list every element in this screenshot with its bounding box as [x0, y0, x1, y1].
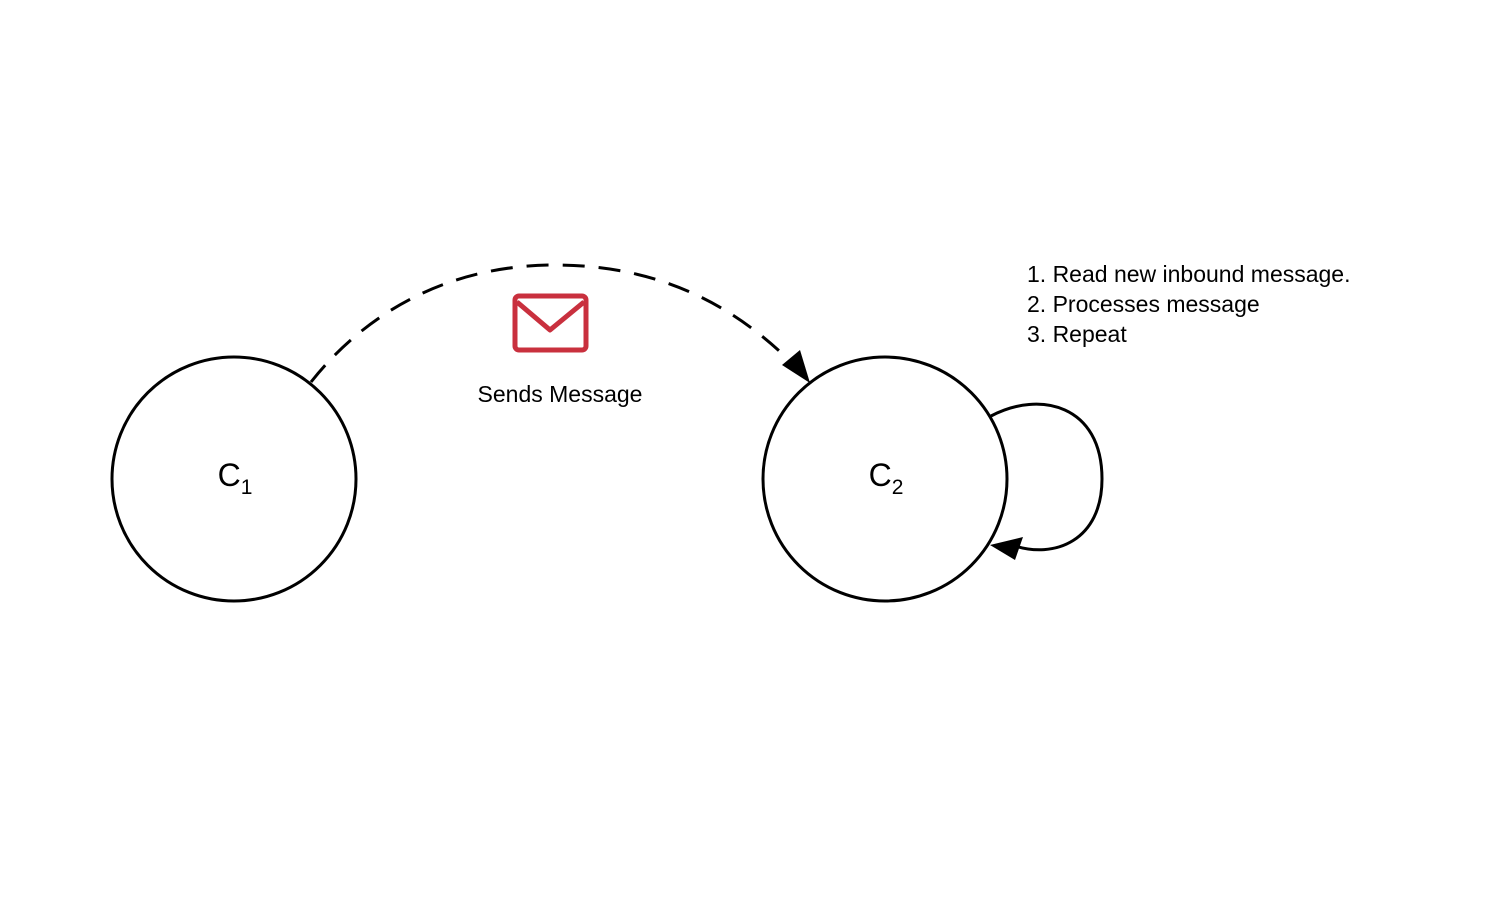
node-c2-label: C2	[869, 457, 904, 499]
message-edge	[309, 263, 810, 383]
node-c2-letter: C	[869, 457, 892, 493]
node-c2: C2	[761, 355, 1009, 603]
mail-icon-body	[512, 293, 589, 353]
node-c1-label: C1	[218, 457, 253, 499]
mail-icon-flap	[515, 300, 586, 333]
step-item: 3. Repeat	[1027, 321, 1127, 347]
step-item: 1. Read new inbound message.	[1027, 261, 1351, 287]
edge-label: Sends Message	[478, 381, 643, 407]
node-c2-circle	[761, 355, 1009, 603]
step-item: 2. Processes message	[1027, 291, 1260, 317]
processing-steps-list: 1. Read new inbound message. 2. Processe…	[1027, 259, 1351, 349]
self-loop-edge	[990, 402, 1104, 552]
self-loop-arrowhead	[990, 537, 1023, 560]
mail-icon	[512, 293, 589, 353]
message-edge-arrowhead	[782, 350, 810, 383]
node-c1-letter: C	[218, 457, 241, 493]
node-c1-subscript: 1	[241, 476, 253, 499]
node-c1: C1	[110, 355, 358, 603]
node-c1-circle	[110, 355, 358, 603]
node-c2-subscript: 2	[892, 476, 904, 499]
